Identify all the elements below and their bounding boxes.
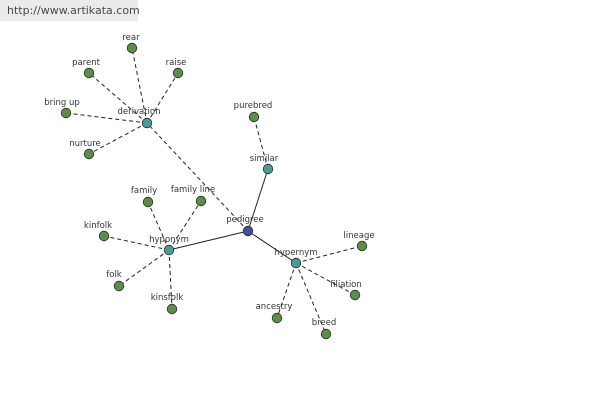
edge-pedigree-derivation: [146, 122, 249, 232]
url-banner: http://www.artikata.com: [0, 0, 140, 21]
leaf-node-lineage[interactable]: lineage: [343, 231, 375, 252]
node-label: family: [131, 186, 157, 196]
node-dot[interactable]: [172, 67, 184, 79]
edge-derivation-nurture: [88, 122, 148, 155]
nodes-layer: rear parent raise bring up nurture purebred fa…: [44, 33, 375, 340]
leaf-node-raise[interactable]: raise: [166, 58, 187, 79]
node-dot[interactable]: [98, 230, 110, 242]
leaf-node-nurture[interactable]: nurture: [69, 139, 101, 160]
node-label: raise: [166, 58, 187, 68]
leaf-node-ancestry[interactable]: ancestry: [256, 302, 293, 324]
node-label: hypernym: [274, 248, 317, 258]
edge-hypernym-breed: [295, 262, 327, 335]
leaf-node-purebred[interactable]: purebred: [234, 101, 273, 123]
node-dot[interactable]: [290, 257, 302, 269]
node-dot[interactable]: [349, 289, 361, 301]
edge-hyponym-folk: [118, 249, 170, 287]
node-label: folk: [106, 270, 122, 280]
relation-node-hyponym[interactable]: hyponym: [149, 235, 189, 256]
edge-hyponym-family-line: [168, 200, 202, 251]
leaf-node-filiation[interactable]: filiation: [330, 280, 362, 301]
edge-pedigree-similar: [247, 168, 269, 232]
edge-derivation-raise: [146, 72, 179, 124]
leaf-node-folk[interactable]: folk: [106, 270, 125, 292]
node-dot[interactable]: [195, 195, 207, 207]
node-label: kinsfolk: [151, 293, 184, 303]
leaf-node-rear[interactable]: rear: [122, 33, 140, 54]
relation-node-derivation[interactable]: derivation: [117, 107, 161, 129]
edge-hyponym-kinsfolk: [168, 249, 173, 310]
leaf-node-bring-up[interactable]: bring up: [44, 98, 80, 119]
node-dot[interactable]: [141, 117, 153, 129]
node-dot[interactable]: [320, 328, 332, 340]
node-label: parent: [72, 58, 101, 68]
relation-node-similar[interactable]: similar: [250, 154, 279, 175]
edge-hypernym-filiation: [295, 262, 356, 296]
node-label: derivation: [117, 107, 160, 117]
edge-derivation-rear: [131, 47, 148, 124]
node-label: hyponym: [149, 235, 189, 245]
node-label: purebred: [234, 101, 273, 111]
edge-hypernym-ancestry: [276, 262, 297, 319]
node-label: kinfolk: [84, 221, 112, 231]
node-dot[interactable]: [83, 148, 95, 160]
node-dot[interactable]: [262, 163, 274, 175]
node-label: bring up: [44, 98, 80, 108]
node-dot[interactable]: [356, 240, 368, 252]
node-dot[interactable]: [166, 303, 178, 315]
node-label: family line: [171, 185, 215, 195]
edge-hyponym-family: [147, 201, 170, 251]
edge-pedigree-hyponym: [168, 230, 249, 251]
node-dot[interactable]: [271, 312, 283, 324]
site-url-link[interactable]: http://www.artikata.com: [7, 4, 140, 17]
leaf-node-family-line[interactable]: family line: [171, 185, 215, 207]
node-label: breed: [312, 318, 337, 328]
node-dot[interactable]: [142, 196, 154, 208]
node-label: similar: [250, 154, 279, 164]
node-label: nurture: [69, 139, 101, 149]
node-dot[interactable]: [126, 42, 138, 54]
node-label: lineage: [343, 231, 374, 241]
edge-derivation-parent: [88, 72, 148, 124]
node-dot[interactable]: [113, 280, 125, 292]
node-label: pedigree: [226, 215, 264, 225]
leaf-node-parent[interactable]: parent: [72, 58, 101, 79]
node-label: ancestry: [256, 302, 293, 312]
node-dot[interactable]: [60, 107, 72, 119]
edge-hypernym-lineage: [295, 245, 363, 264]
leaf-node-kinfolk[interactable]: kinfolk: [84, 221, 112, 242]
leaf-node-kinsfolk[interactable]: kinsfolk: [151, 293, 184, 315]
node-dot[interactable]: [242, 225, 254, 237]
edge-pedigree-hypernym: [247, 230, 297, 264]
center-node-pedigree[interactable]: pedigree: [226, 215, 264, 237]
edges-layer: [65, 47, 363, 335]
edge-similar-purebred: [253, 116, 269, 170]
node-dot[interactable]: [83, 67, 95, 79]
leaf-node-breed[interactable]: breed: [312, 318, 337, 340]
node-label: filiation: [330, 280, 362, 290]
node-label: rear: [122, 33, 140, 43]
relation-node-hypernym[interactable]: hypernym: [274, 248, 318, 269]
node-dot[interactable]: [248, 111, 260, 123]
leaf-node-family[interactable]: family: [131, 186, 157, 208]
node-dot[interactable]: [163, 244, 175, 256]
